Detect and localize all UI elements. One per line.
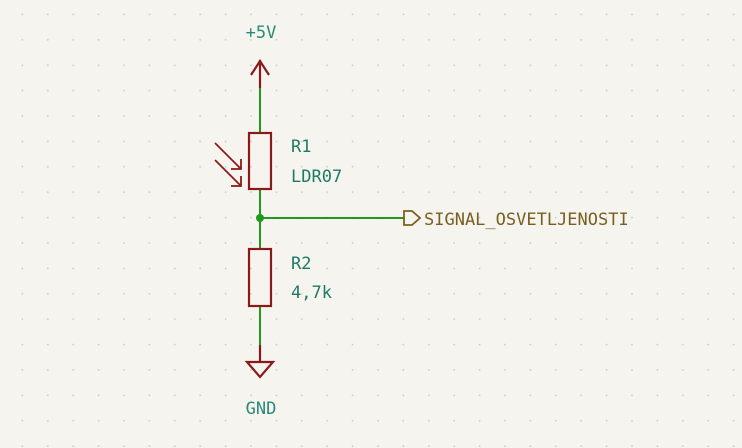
r2-value: 4,7k bbox=[291, 283, 332, 303]
ground-symbol[interactable] bbox=[244, 345, 276, 379]
resistor-r1[interactable] bbox=[214, 131, 273, 191]
junction-dot bbox=[256, 214, 264, 222]
r2-reference: R2 bbox=[291, 254, 311, 274]
light-arrows-icon bbox=[214, 142, 242, 187]
resistor-r2[interactable] bbox=[247, 247, 273, 308]
power-label: +5V bbox=[246, 23, 277, 43]
power-arrow-icon bbox=[250, 58, 270, 76]
net-label-flag-icon bbox=[403, 210, 422, 226]
r1-value: LDR07 bbox=[291, 167, 342, 187]
net-label-text: SIGNAL_OSVETLJENOSTI bbox=[424, 210, 629, 230]
ground-icon bbox=[244, 360, 276, 379]
net-label-signal[interactable]: SIGNAL_OSVETLJENOSTI bbox=[403, 210, 629, 230]
ground-label: GND bbox=[246, 399, 277, 419]
r1-reference: R1 bbox=[291, 137, 311, 157]
power-symbol-5v[interactable] bbox=[250, 58, 270, 88]
